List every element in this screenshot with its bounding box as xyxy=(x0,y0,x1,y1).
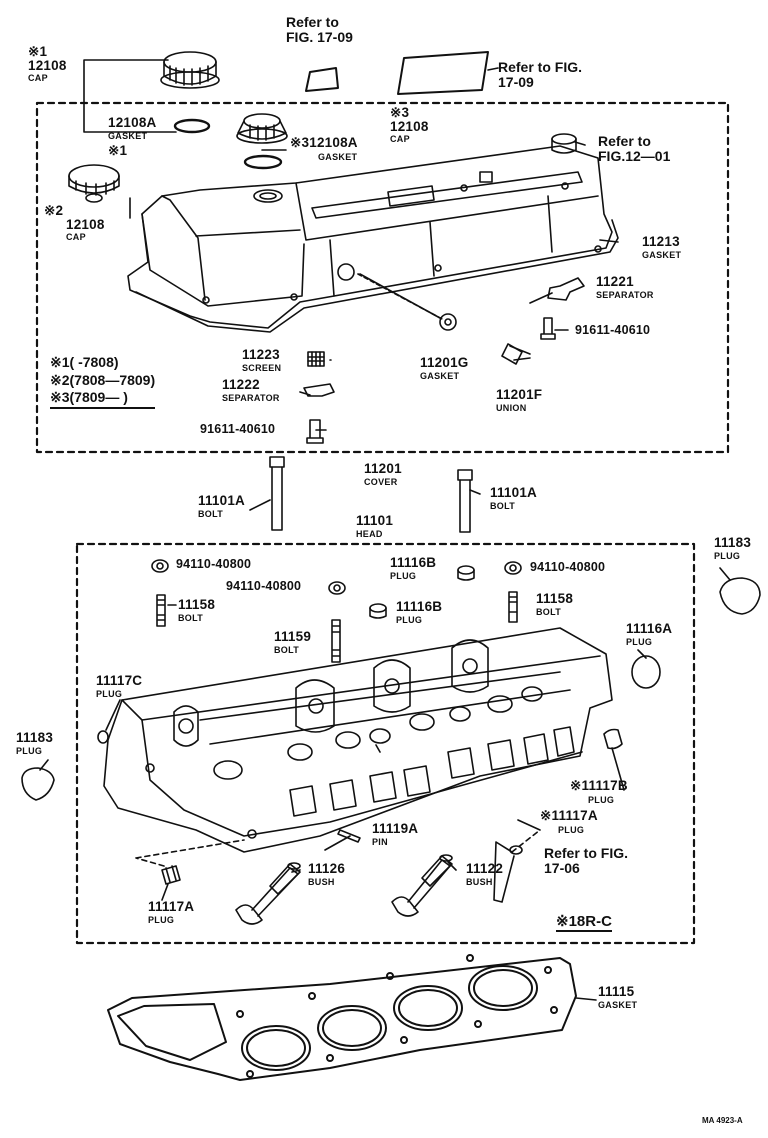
nut-3-drawing xyxy=(504,561,522,575)
label-bolt-11101a-right: 11101A BOLT xyxy=(490,485,537,511)
label-plug-11183-left: 11183 PLUG xyxy=(16,730,54,756)
label-head-gasket: 11115 GASKET xyxy=(598,984,638,1010)
label-bolt-11101a-left: 11101A BOLT xyxy=(198,493,245,519)
label-plug-11117a-right: ※11117A PLUG xyxy=(540,808,598,835)
label-union-gasket: 11201G GASKET xyxy=(420,355,469,381)
label-nut-2: 94110-40800 xyxy=(226,579,302,593)
label-separator-left: 11222 SEPARATOR xyxy=(222,377,280,403)
label-screen: 11223 SCREEN xyxy=(242,347,282,373)
label-cover: 11201 COVER xyxy=(364,461,402,487)
label-plug-11117a-lower: 11117A PLUG xyxy=(148,899,195,925)
cover-group-outline xyxy=(35,101,730,454)
legend: ※1( -7808) ※2(7808—7809) ※3(7809— ) xyxy=(50,354,156,409)
label-plug-11116b-1: 11116B PLUG xyxy=(390,555,437,581)
gasket-3-drawing xyxy=(243,154,283,170)
cap-1-drawing xyxy=(160,51,220,89)
label-bush-11122: 11122 BUSH xyxy=(466,861,504,887)
fig1706-bolt-drawing xyxy=(493,841,523,903)
head-bolt-left-drawing xyxy=(269,456,285,531)
label-cover-gasket: 11213 GASKET xyxy=(642,234,682,260)
ref-fig1709-top: Refer to FIG. 17-09 xyxy=(286,14,353,45)
pin-drawing xyxy=(337,829,361,843)
leader-lines-top xyxy=(83,59,619,431)
label-bolt-left-small: 91611-40610 xyxy=(200,422,276,436)
plug-11116b-1-drawing xyxy=(457,565,475,581)
dashed-connectors xyxy=(135,829,541,867)
label-plug-11183-right: 11183 PLUG xyxy=(714,535,752,561)
label-bolt-right-small: 91611-40610 xyxy=(575,323,651,337)
label-union: 11201F UNION xyxy=(496,387,543,413)
stud-11158-right-drawing xyxy=(508,591,518,623)
stud-11158-left-drawing xyxy=(156,594,166,627)
label-plug-11117c: 11117C PLUG xyxy=(96,673,143,699)
bush-11122-drawing xyxy=(391,854,453,917)
label-separator-right: 11221 SEPARATOR xyxy=(596,274,654,300)
stud-11159-drawing xyxy=(331,619,341,663)
dashed-cover-leaders xyxy=(357,273,445,321)
label-gasket-1: 12108A GASKET ※1 xyxy=(108,115,157,158)
head-gasket-drawing xyxy=(107,954,577,1081)
label-bush-11126: 11126 BUSH xyxy=(308,861,346,887)
label-plug-11116b-2: 11116B PLUG xyxy=(396,599,443,625)
ref-fig1201: Refer to FIG.12—01 xyxy=(598,133,671,164)
label-stud-11158-left: 11158 BOLT xyxy=(178,597,216,623)
plug-11116a-drawing xyxy=(631,655,661,689)
plug-11117c-drawing xyxy=(97,730,109,744)
bolt-left-small-drawing xyxy=(306,419,324,444)
nut-2-drawing xyxy=(328,581,346,595)
union-drawing xyxy=(439,313,531,365)
cap-3-drawing xyxy=(236,113,288,144)
fig1201-cap-drawing xyxy=(551,133,577,154)
leader-lines-head xyxy=(39,489,731,1001)
gasket-1-drawing xyxy=(173,118,211,134)
label-nut-1: 94110-40800 xyxy=(176,557,252,571)
bush-11126-drawing xyxy=(235,862,301,925)
label-plug-11117b: ※11117B PLUG xyxy=(570,778,628,805)
ref-card-large xyxy=(397,51,489,95)
label-plug-11116a: 11116A PLUG xyxy=(626,621,673,647)
engine-code: ※18R-C xyxy=(556,913,612,932)
plug-11117b-drawing xyxy=(603,728,623,750)
plug-11116b-2-drawing xyxy=(369,603,387,619)
head-group-outline xyxy=(75,542,696,945)
label-gasket-3: ※312108A GASKET xyxy=(290,135,358,162)
label-head: 11101 HEAD xyxy=(356,513,394,539)
head-bolt-right-drawing xyxy=(457,469,473,533)
label-stud-11159: 11159 BOLT xyxy=(274,629,312,655)
nut-1-drawing xyxy=(151,559,169,573)
bolt-right-drawing xyxy=(540,317,556,340)
head-drawing xyxy=(103,627,613,853)
ref-card-small xyxy=(305,67,339,92)
label-cap-2: ※2 12108 CAP xyxy=(44,203,105,242)
ref-fig1706: Refer to FIG. 17-06 xyxy=(544,845,629,876)
label-cap-3: ※3 12108 CAP xyxy=(390,105,429,144)
drawing-code: MA 4923-A xyxy=(702,1116,743,1125)
cover-drawing xyxy=(127,145,619,333)
label-nut-3: 94110-40800 xyxy=(530,560,606,574)
label-stud-11158-right: 11158 BOLT xyxy=(536,591,574,617)
screen-drawing xyxy=(307,351,325,367)
ref-fig1709-right: Refer to FIG. 17-09 xyxy=(498,59,583,90)
plug-11183-right-drawing xyxy=(719,577,761,615)
cap-2-drawing xyxy=(68,164,120,203)
label-cap-1: ※1 12108 CAP xyxy=(28,44,67,83)
plug-11183-left-drawing xyxy=(21,767,55,801)
separator-right-drawing xyxy=(547,277,585,301)
label-pin: 11119A PIN xyxy=(372,821,419,847)
plug-11117a-lower-drawing xyxy=(161,865,181,885)
